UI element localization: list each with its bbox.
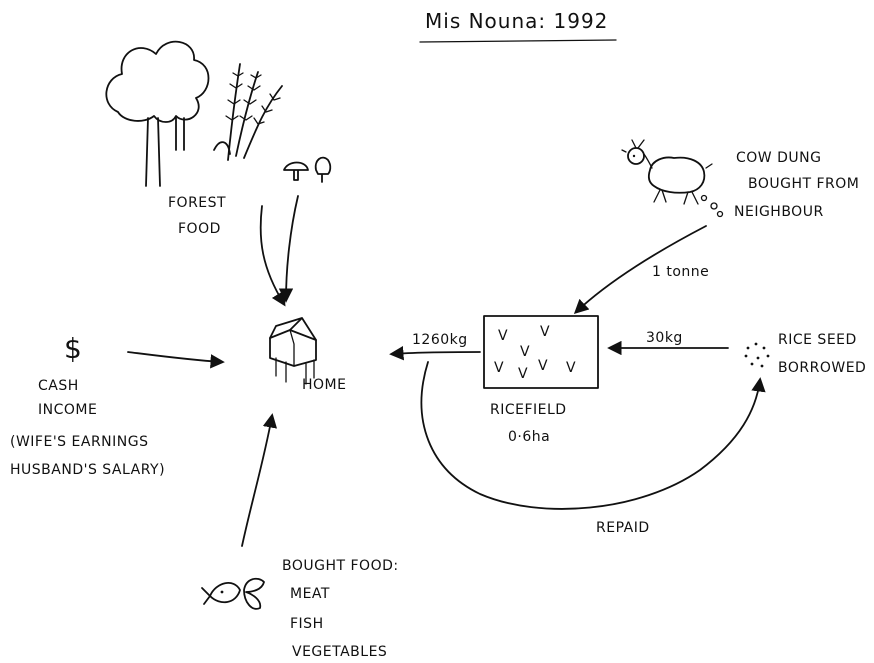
bought-food-title: BOUGHT FOOD:: [282, 558, 399, 574]
crop-mark: V: [566, 360, 576, 376]
cow-dung-line1: COW DUNG: [736, 150, 821, 166]
fish-leaf-icon: [201, 577, 265, 610]
title-underline: [419, 39, 617, 43]
ricefield-area: 0·6ha: [508, 429, 550, 445]
crop-mark: V: [498, 328, 508, 344]
cow-icon: [621, 139, 724, 218]
flow-seed-amount: 30kg: [646, 330, 683, 346]
rice-seed-icon: [744, 342, 770, 368]
cow-dung-line3: NEIGHBOUR: [734, 204, 824, 220]
ricefield-plot: [483, 315, 599, 389]
diagram-title: Mis Nouna: 1992: [425, 9, 608, 33]
flow-repaid-label: REPAID: [596, 520, 650, 536]
crop-mark: V: [494, 360, 504, 376]
rice-seed-line2: BORROWED: [778, 360, 866, 376]
arrow-forest-to-home-1: [259, 205, 286, 307]
flow-field-to-home-label: 1260kg: [412, 332, 468, 348]
bought-food-item-fish: FISH: [290, 616, 324, 632]
bought-food-item-meat: MEAT: [290, 586, 330, 602]
arrow-repaid: [420, 361, 766, 510]
dollar-icon: $: [64, 332, 82, 365]
flow-dung-amount: 1 tonne: [652, 264, 709, 280]
home-label: HOME: [302, 377, 346, 393]
forest-icon: [105, 40, 332, 187]
home-icon: [269, 317, 317, 385]
forest-food-label-line2: FOOD: [178, 221, 221, 237]
crop-mark: V: [518, 366, 528, 382]
bought-food-item-vegetables: VEGETABLES: [292, 644, 387, 660]
ricefield-label: RICEFIELD: [490, 402, 567, 418]
arrow-dung-to-field: [573, 225, 707, 314]
arrow-field-to-home: [389, 345, 481, 361]
crop-mark: V: [520, 344, 530, 360]
crop-mark: V: [540, 324, 550, 340]
cash-income-line2: INCOME: [38, 402, 97, 418]
arrow-cash-to-home: [127, 351, 225, 369]
cow-dung-line2: BOUGHT FROM: [748, 176, 859, 192]
arrow-boughtfood-to-home: [241, 413, 278, 547]
rice-seed-line1: RICE SEED: [778, 332, 857, 348]
cash-income-line1: CASH: [38, 378, 79, 394]
crop-mark: V: [538, 358, 548, 374]
forest-food-label-line1: FOREST: [168, 195, 226, 211]
cash-income-line4: HUSBAND'S SALARY): [10, 462, 165, 478]
cash-income-line3: (WIFE'S EARNINGS: [10, 434, 148, 450]
ricefield-crop-marks: V V V V V V V: [494, 324, 576, 382]
arrow-forest-to-home-2: [278, 195, 299, 303]
